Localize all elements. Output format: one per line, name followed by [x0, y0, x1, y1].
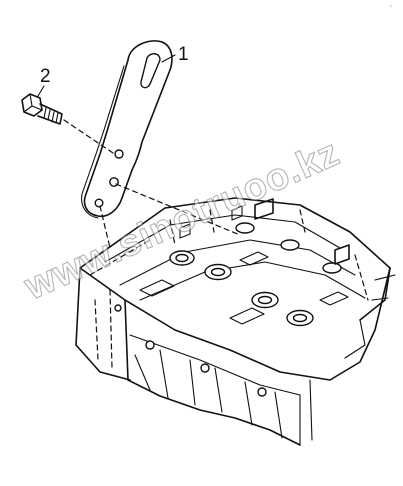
corner-mark: ‹ [390, 4, 392, 10]
explode-lines [37, 54, 241, 249]
callout-1-label: 1 [178, 44, 189, 65]
lifting-bracket [81, 40, 173, 219]
callout-2-label: 2 [40, 66, 51, 87]
cylinder-head [75, 197, 396, 446]
bolt [21, 93, 63, 125]
